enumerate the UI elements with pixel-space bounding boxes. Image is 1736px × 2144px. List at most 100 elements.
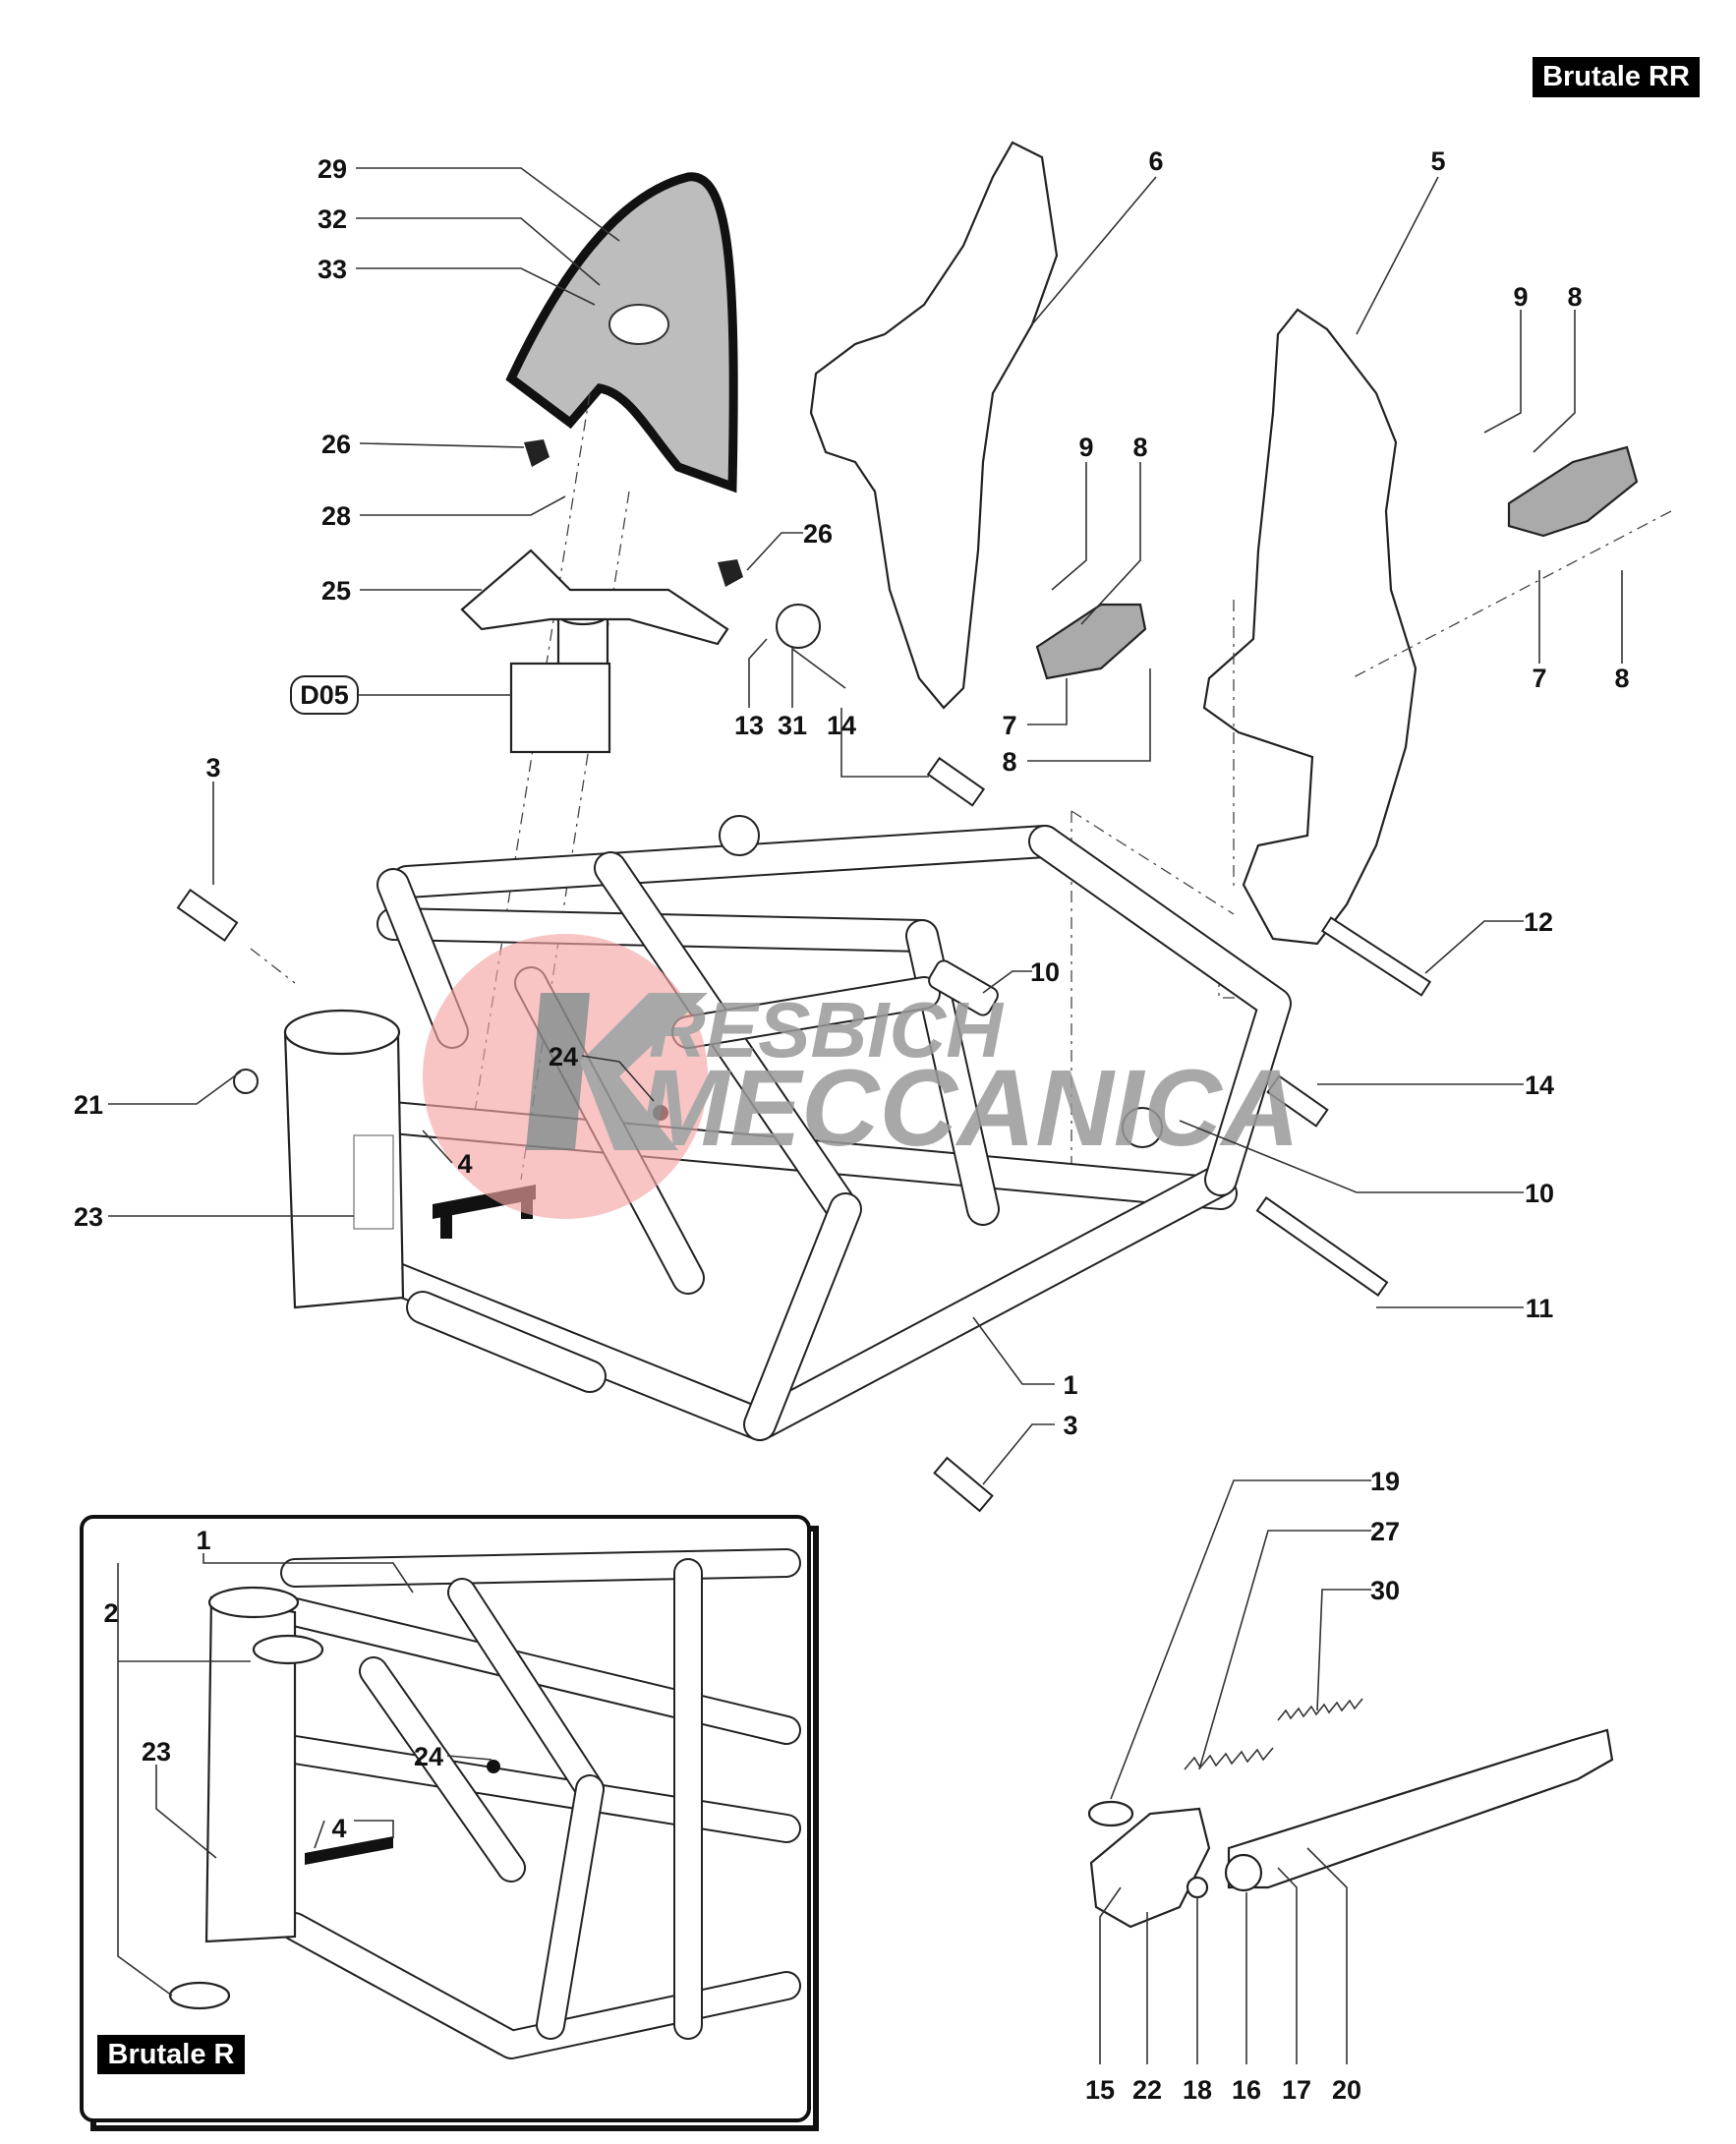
leader-line bbox=[1051, 462, 1087, 591]
inset-callout-label: 24 bbox=[414, 1742, 443, 1771]
callout-label: 7 bbox=[1532, 664, 1546, 693]
callout-label: 1 bbox=[1063, 1370, 1077, 1400]
inset-box bbox=[80, 1515, 811, 2122]
leader-line bbox=[108, 1071, 242, 1105]
leader-line bbox=[982, 970, 1032, 994]
leader-line bbox=[356, 217, 601, 286]
leader-line bbox=[1027, 678, 1068, 725]
leader-line bbox=[1027, 668, 1151, 762]
leader-line bbox=[360, 495, 566, 516]
part-20-side-stand bbox=[1227, 1728, 1614, 1889]
frame-tube bbox=[282, 1737, 799, 1841]
callout-label: 4 bbox=[457, 1149, 472, 1179]
callout-label: 7 bbox=[1002, 711, 1016, 740]
leader-line bbox=[446, 1755, 492, 1761]
reference-tag-text: D05 bbox=[300, 680, 349, 710]
callout-label: 31 bbox=[778, 711, 807, 740]
callout-label: 14 bbox=[827, 711, 856, 740]
callout-label: 23 bbox=[74, 1202, 103, 1232]
callout-label: 17 bbox=[1282, 2075, 1311, 2105]
callout-label: 26 bbox=[803, 519, 833, 549]
callout-label: 26 bbox=[321, 430, 351, 459]
callout-label: 22 bbox=[1132, 2075, 1162, 2105]
frame-tube bbox=[282, 1599, 799, 1743]
callout-label: 10 bbox=[1525, 1179, 1554, 1208]
callout-label: 8 bbox=[1567, 282, 1582, 312]
callout-label: 9 bbox=[1078, 433, 1093, 462]
part-19-clip bbox=[1087, 1800, 1134, 1827]
callout-label: 33 bbox=[318, 255, 347, 284]
frame-tube bbox=[392, 827, 1060, 897]
bolts bbox=[176, 604, 1432, 1513]
inset-callout-label: 23 bbox=[142, 1737, 171, 1767]
callout-label: 8 bbox=[1614, 664, 1629, 693]
leader-line bbox=[1277, 1867, 1298, 2064]
leader-line bbox=[203, 1553, 414, 1594]
callout-label: 20 bbox=[1332, 2075, 1361, 2105]
leader-line bbox=[1356, 176, 1439, 335]
leader-line bbox=[356, 167, 620, 242]
part-18-nut bbox=[1186, 1876, 1209, 1899]
leader-line bbox=[314, 1820, 394, 1849]
watermark-line1: RESBICH bbox=[649, 986, 1005, 1073]
callout-label: 10 bbox=[1030, 957, 1060, 987]
inset-part-2-bearing-bottom bbox=[168, 1981, 231, 2010]
leader-line bbox=[746, 532, 803, 571]
part-25-plate bbox=[460, 549, 729, 646]
callout-label: 21 bbox=[74, 1090, 103, 1120]
callout-label: 27 bbox=[1370, 1517, 1400, 1546]
leader-line bbox=[840, 708, 929, 778]
frame-tube bbox=[538, 1776, 603, 2038]
leader-line bbox=[972, 1316, 1055, 1385]
leader-line bbox=[1179, 1120, 1524, 1193]
part-7-left bbox=[1035, 603, 1147, 680]
leader-line bbox=[791, 647, 846, 708]
callout-label: 13 bbox=[734, 711, 764, 740]
leader-line bbox=[356, 267, 596, 306]
callout-label: 6 bbox=[1148, 146, 1163, 176]
leader-line bbox=[1080, 462, 1141, 625]
callout-label: 29 bbox=[318, 154, 347, 184]
callout-label: 3 bbox=[1063, 1411, 1077, 1440]
callout-label: 8 bbox=[1132, 433, 1147, 462]
callout-label: 30 bbox=[1370, 1576, 1400, 1605]
callout-label: 8 bbox=[1002, 747, 1016, 777]
frame-tube bbox=[1030, 827, 1290, 1194]
inset-steering-head bbox=[168, 1586, 500, 2010]
inset-callout-label: 4 bbox=[331, 1814, 346, 1843]
leader-line bbox=[1533, 310, 1576, 453]
leader-lines bbox=[108, 167, 1623, 2064]
leader-line bbox=[581, 1055, 655, 1102]
leader-line bbox=[982, 1423, 1055, 1485]
callout-label: 5 bbox=[1430, 146, 1445, 176]
leader-line bbox=[1110, 1479, 1371, 1800]
leader-line bbox=[1316, 1589, 1371, 1711]
callout-label: 15 bbox=[1085, 2075, 1115, 2105]
frame-tube bbox=[282, 1550, 799, 1586]
part-26-right-grommet bbox=[718, 559, 743, 587]
part-27-spring bbox=[1184, 1747, 1274, 1770]
callout-label: 24 bbox=[549, 1042, 578, 1072]
model-badge-brutale-r: Brutale R bbox=[97, 2035, 245, 2074]
inset-callout-label: 1 bbox=[196, 1526, 210, 1555]
steering-head bbox=[283, 1009, 405, 1309]
callout-label: 25 bbox=[321, 576, 351, 606]
leader-line bbox=[1099, 1886, 1122, 2064]
leader-line bbox=[1483, 310, 1522, 434]
leader-line bbox=[422, 1130, 453, 1164]
leader-line bbox=[117, 1563, 251, 1997]
leader-line bbox=[748, 638, 768, 708]
part-6-bracket bbox=[809, 141, 1059, 710]
part-26-left-grommet bbox=[524, 439, 550, 467]
inset-frame bbox=[280, 1548, 801, 2059]
callout-label: 3 bbox=[205, 753, 220, 782]
leader-line bbox=[155, 1765, 217, 1859]
frame-tube bbox=[449, 1580, 603, 1802]
ignition-lock-assembly bbox=[509, 603, 611, 754]
leader-line bbox=[1306, 1847, 1348, 2064]
reference-tag: D05 bbox=[290, 675, 511, 715]
callout-label: 18 bbox=[1183, 2075, 1212, 2105]
model-badge-brutale-rr: Brutale RR bbox=[1533, 57, 1700, 97]
